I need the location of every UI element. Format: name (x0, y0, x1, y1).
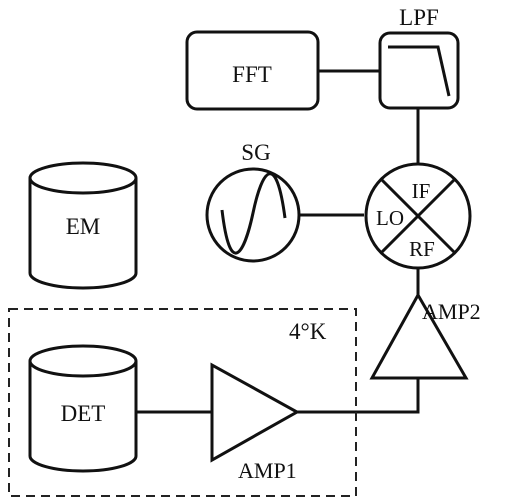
sg-block: SG (205, 140, 301, 263)
amp1-label: AMP1 (238, 458, 297, 483)
det-cylinder: DET (28, 344, 138, 473)
cryo-region-box (8, 308, 357, 497)
det-cylinder-body (28, 361, 138, 473)
em-cylinder-top (28, 161, 138, 195)
amp2-label: AMP2 (422, 299, 481, 324)
amp2-block: AMP2 (369, 291, 481, 380)
mixer-block: IF LO RF (364, 162, 472, 270)
fft-box (185, 30, 320, 111)
lpf-box (378, 31, 460, 110)
mixer-lo-label: LO (376, 206, 404, 230)
mixer-rf-label: RF (409, 237, 435, 261)
det-cylinder-top (28, 344, 138, 378)
cryo-region-label: 4°K (289, 319, 327, 344)
em-label: EM (66, 214, 101, 239)
fft-label: FFT (232, 62, 272, 87)
lpf-block: LPF (378, 5, 460, 110)
em-cylinder-body (28, 178, 138, 290)
lpf-label: LPF (399, 5, 439, 30)
amp1-block: AMP1 (210, 362, 301, 483)
em-cylinder: EM (28, 161, 138, 290)
lowpass-response-icon (388, 45, 451, 97)
amp2-triangle (369, 291, 469, 380)
mixer-cross-line-2 (379, 177, 457, 255)
amp1-triangle (210, 362, 301, 463)
fft-block: FFT (185, 30, 320, 111)
sg-label: SG (241, 140, 270, 165)
det-label: DET (61, 401, 106, 426)
sine-wave-icon (220, 172, 287, 255)
mixer-if-label: IF (412, 179, 431, 203)
wire-amp1-amp2 (297, 378, 420, 414)
signal-wires (136, 69, 420, 414)
